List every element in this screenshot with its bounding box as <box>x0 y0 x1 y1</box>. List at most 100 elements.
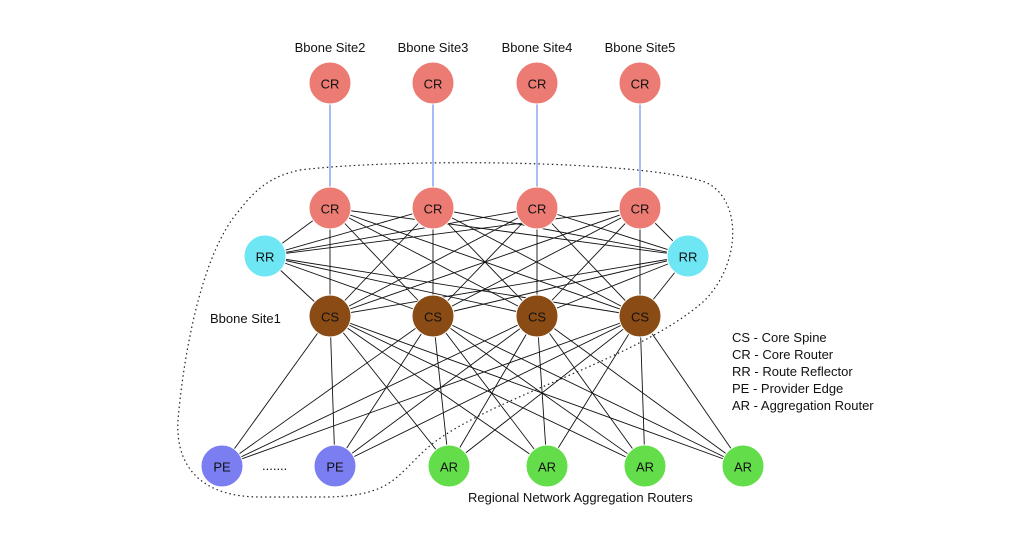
cs-node: CS <box>618 294 662 338</box>
ar-node-circle <box>623 444 667 488</box>
ar-node-circle <box>721 444 765 488</box>
ar-node-circle <box>525 444 569 488</box>
site1-cr-node: CR <box>308 186 352 230</box>
cs-pe-link <box>334 315 538 467</box>
pe-node-circle <box>200 444 244 488</box>
pe-node: PE <box>200 444 244 488</box>
nodes-layer: CR CR CR CR CR CR CR CR RR RR CS CS CS CS PE PE AR AR AR AR <box>200 61 765 488</box>
cs-node: CS <box>411 294 455 338</box>
site1-cr-node-circle <box>411 186 455 230</box>
site-label-3: Bbone Site3 <box>398 40 469 55</box>
cs-ar-link <box>329 315 450 467</box>
rr-cr-link <box>432 207 689 257</box>
rr-node-label: RR <box>679 250 698 265</box>
pe-node: PE <box>313 444 357 488</box>
legend-item-pe: PE - Provider Edge <box>732 381 843 396</box>
top-cr-node-circle <box>515 61 559 105</box>
cs-pe-link <box>334 315 641 467</box>
rr-cs-link <box>536 255 689 317</box>
ar-node: AR <box>427 444 471 488</box>
cs-node-label: CS <box>528 310 546 325</box>
legend-item-ar: AR - Aggregation Router <box>732 398 874 413</box>
cs-ar-link <box>329 315 548 467</box>
pe-node-label: PE <box>213 460 231 475</box>
legend-item-cs: CS - Core Spine <box>732 330 827 345</box>
cs-node-circle <box>308 294 352 338</box>
top-cr-node-label: CR <box>528 77 547 92</box>
top-cr-node-circle <box>411 61 455 105</box>
cs-ar-link <box>546 315 641 467</box>
site1-cr-node-circle <box>515 186 559 230</box>
cs-node-label: CS <box>631 310 649 325</box>
cs-ar-link <box>639 315 646 467</box>
site1-cr-node-circle <box>618 186 662 230</box>
site1-cr-node-circle <box>308 186 352 230</box>
rr-node-circle <box>666 234 710 278</box>
site1-cr-node: CR <box>411 186 455 230</box>
rr-cs-link <box>264 255 538 317</box>
cs-ar-link <box>432 315 450 467</box>
legend: CS - Core Spine CR - Core Router RR - Ro… <box>732 330 874 413</box>
rr-node: RR <box>243 234 287 278</box>
cs-pe-link <box>221 315 331 467</box>
cs-ar-link <box>432 315 744 467</box>
top-cr-node: CR <box>515 61 559 105</box>
legend-item-cr: CR - Core Router <box>732 347 834 362</box>
site1-cr-node-label: CR <box>631 202 650 217</box>
cs-pe-link <box>221 315 538 467</box>
rr-cs-link <box>329 255 689 317</box>
ar-node-label: AR <box>538 460 556 475</box>
cs-node: CS <box>308 294 352 338</box>
cs-pe-link <box>334 315 434 467</box>
regional-label: Regional Network Aggregation Routers <box>468 490 693 505</box>
ar-node: AR <box>721 444 765 488</box>
top-cr-node: CR <box>618 61 662 105</box>
rr-cs-link <box>432 255 689 317</box>
ar-node-label: AR <box>734 460 752 475</box>
cs-node-circle <box>515 294 559 338</box>
rr-node-circle <box>243 234 287 278</box>
ar-node-label: AR <box>440 460 458 475</box>
top-cr-node: CR <box>411 61 455 105</box>
cr-cs-link <box>536 207 641 317</box>
cr-cs-link <box>432 207 641 317</box>
cs-ar-link <box>448 315 538 467</box>
cs-node-circle <box>411 294 455 338</box>
rr-cr-link <box>264 207 434 257</box>
top-cr-node-label: CR <box>321 77 340 92</box>
pe-ellipsis: ....... <box>262 458 287 473</box>
site1-cr-node-label: CR <box>321 202 340 217</box>
cs-ar-link <box>536 315 646 467</box>
ar-node-label: AR <box>636 460 654 475</box>
rr-node: RR <box>666 234 710 278</box>
cs-ar-link <box>448 315 641 467</box>
cs-node: CS <box>515 294 559 338</box>
cs-ar-link <box>536 315 744 467</box>
pe-node-label: PE <box>326 460 344 475</box>
legend-item-rr: RR - Route Reflector <box>732 364 853 379</box>
ar-node: AR <box>623 444 667 488</box>
cs-node-label: CS <box>424 310 442 325</box>
links-layer <box>221 83 744 467</box>
cs-pe-link <box>329 315 336 467</box>
top-cr-node-label: CR <box>424 77 443 92</box>
cs-node-circle <box>618 294 662 338</box>
cs-ar-link <box>432 315 646 467</box>
cs-pe-link <box>221 315 434 467</box>
top-cr-node-label: CR <box>631 77 650 92</box>
rr-cr-link <box>264 207 538 257</box>
site1-cr-node-label: CR <box>424 202 443 217</box>
rr-node-label: RR <box>256 250 275 265</box>
ar-node: AR <box>525 444 569 488</box>
pe-node-circle <box>313 444 357 488</box>
site-label-4: Bbone Site4 <box>502 40 573 55</box>
top-cr-node-circle <box>308 61 352 105</box>
site1-label: Bbone Site1 <box>210 311 281 326</box>
rr-cs-link <box>264 255 434 317</box>
cs-node-label: CS <box>321 310 339 325</box>
site-label-2: Bbone Site2 <box>295 40 366 55</box>
rr-cr-link <box>536 207 689 257</box>
rr-cr-link <box>329 207 689 257</box>
site1-cr-node-label: CR <box>528 202 547 217</box>
